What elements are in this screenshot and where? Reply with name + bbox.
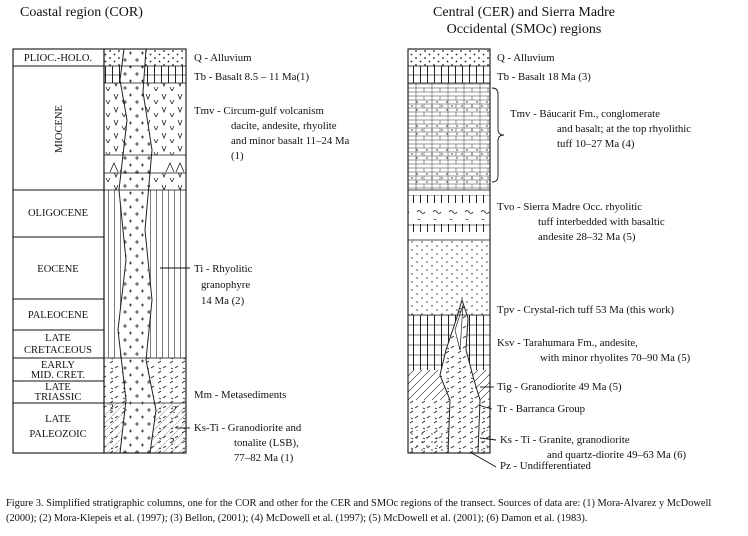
- left-unit-q: Q - Alluvium: [194, 52, 252, 64]
- right-unit-tvo-3: andesite 28–32 Ma (5): [538, 231, 636, 243]
- svg-text:?: ?: [170, 437, 175, 448]
- age-late-cretaceous-2: CRETACEOUS: [24, 345, 92, 356]
- right-unit-ksv-2: with minor rhyolites 70–90 Ma (5): [540, 352, 691, 364]
- right-unit-tig: Tig - Granodiorite 49 Ma (5): [497, 381, 622, 393]
- age-late-cretaceous-1: LATE: [45, 333, 71, 344]
- right-unit-ksti-1: Ks - Ti - Granite, granodiorite: [500, 434, 630, 446]
- right-pz-leader: [470, 452, 496, 467]
- left-unit-ksti-3: 77–82 Ma (1): [234, 452, 294, 464]
- right-unit-tr: Tr - Barranca Group: [497, 403, 585, 415]
- age-miocene: MIOCENE: [54, 105, 65, 153]
- right-unit-ksv-1: Ksv - Tarahumara Fm., andesite,: [497, 337, 638, 349]
- right-unit-pz: Pz - Undifferentiated: [500, 460, 592, 470]
- age-early-mid-cret-2: MID. CRET.: [31, 370, 85, 381]
- left-unit-ti-2: granophyre: [201, 279, 250, 291]
- right-unit-tvo-1: Tvo - Sierra Madre Occ. rhyolitic: [497, 201, 642, 213]
- age-late-paleozoic-1: LATE: [45, 414, 71, 425]
- left-lithology-column: ? ? ?: [104, 49, 186, 453]
- right-panel-title-2: Occidental (SMOc) regions: [447, 22, 602, 37]
- left-unit-ti-3: 14 Ma (2): [201, 295, 245, 307]
- left-unit-tmv-3: and minor basalt 11–24 Ma: [231, 135, 350, 147]
- left-unit-tmv-1: Tmv - Circum-gulf volcanism: [194, 105, 324, 117]
- age-oligocene: OLIGOCENE: [28, 208, 88, 219]
- figure-caption: Figure 3. Simplified stratigraphic colum…: [6, 496, 742, 526]
- left-unit-tmv-4: (1): [231, 150, 244, 162]
- right-unit-q: Q - Alluvium: [497, 52, 555, 64]
- right-unit-tmv-2: and basalt; at the top rhyolithic: [557, 123, 691, 135]
- right-unit-tpv: Tpv - Crystal-rich tuff 53 Ma (this work…: [497, 304, 674, 316]
- age-late-triassic-2: TRIASSIC: [35, 392, 82, 403]
- left-unit-ksti-1: Ks-Ti - Granodiorite and: [194, 422, 302, 434]
- stratigraphic-figure: Coastal region (COR) PLIOC.-HOLO. MIOCEN…: [0, 0, 748, 470]
- left-panel-title: Coastal region (COR): [20, 5, 143, 20]
- svg-text:?: ?: [172, 405, 177, 416]
- age-paleocene: PALEOCENE: [28, 310, 88, 321]
- age-late-paleozoic-2: PALEOZOIC: [29, 429, 86, 440]
- left-unit-ti-1: Ti - Rhyolitic: [194, 263, 253, 275]
- left-unit-tb: Tb - Basalt 8.5 – 11 Ma(1): [194, 71, 309, 83]
- left-unit-ksti-2: tonalite (LSB),: [234, 437, 299, 449]
- left-unit-tmv-2: dacite, andesite, rhyolite: [231, 120, 337, 132]
- right-unit-tvo-2: tuff interbedded with basaltic: [538, 216, 665, 228]
- right-unit-tmv-1: Tmv - Báucarit Fm., conglomerate: [510, 108, 660, 120]
- age-pliocene-holocene: PLIOC.-HOLO.: [24, 53, 92, 64]
- left-unit-mm: Mm - Metasediments: [194, 389, 286, 401]
- right-panel-title-1: Central (CER) and Sierra Madre: [433, 5, 615, 20]
- age-eocene: EOCENE: [37, 264, 78, 275]
- svg-text:?: ?: [109, 403, 114, 414]
- right-unit-tmv-3: tuff 10–27 Ma (4): [557, 138, 635, 150]
- right-lithology-column: [408, 49, 504, 453]
- right-unit-tb: Tb - Basalt 18 Ma (3): [497, 71, 591, 83]
